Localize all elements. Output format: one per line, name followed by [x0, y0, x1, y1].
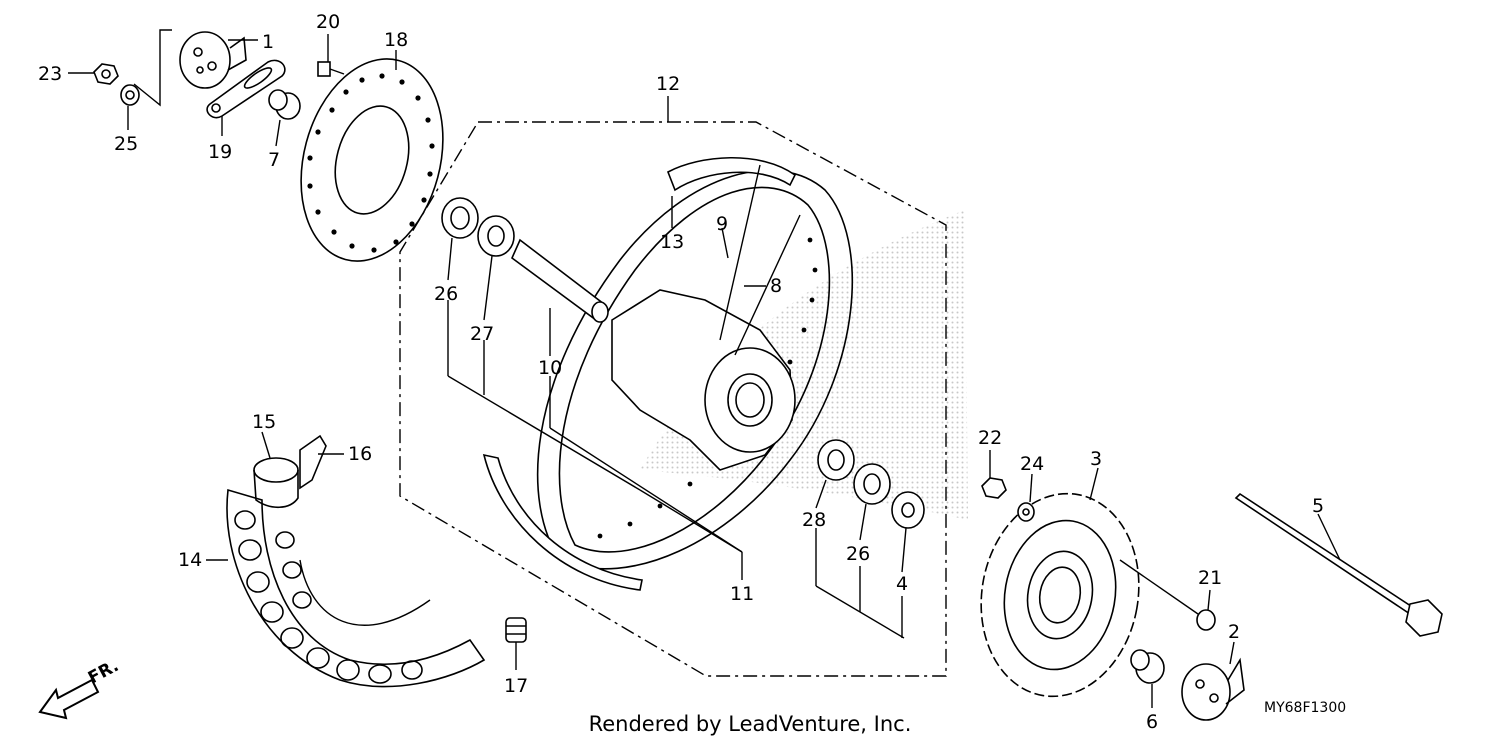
callout-24: 24 [1020, 453, 1044, 475]
collar-part [268, 89, 301, 120]
washer-part [120, 84, 140, 106]
callout-22: 22 [978, 427, 1002, 449]
callout-3: 3 [1090, 448, 1102, 470]
disc-bolt-part [317, 61, 345, 77]
callout-6: 6 [1146, 711, 1158, 733]
callout-26-left: 26 [434, 283, 458, 305]
valve-nut-part [505, 617, 527, 643]
sprocket-flange-seal-part [891, 491, 925, 529]
sprocket-washer-part [1017, 502, 1035, 522]
callout-4: 4 [896, 573, 908, 595]
dust-seal-part [441, 197, 479, 239]
callout-14: 14 [178, 549, 202, 571]
callout-11: 11 [730, 583, 754, 605]
callout-13: 13 [660, 231, 684, 253]
rear-axle-part [1234, 492, 1443, 637]
callout-1: 1 [262, 31, 274, 53]
rim-part [536, 169, 854, 570]
bracket-line [133, 29, 172, 107]
callout-15: 15 [252, 411, 276, 433]
stopper-plate-part [179, 31, 247, 89]
brake-disc-part [300, 58, 444, 262]
callout-26-right: 26 [846, 543, 870, 565]
callout-25: 25 [114, 133, 138, 155]
callout-27: 27 [470, 323, 494, 345]
inner-tube-part [253, 457, 299, 509]
leader-lines [68, 34, 1341, 708]
callout-12: 12 [656, 73, 680, 95]
rim-band-tab-part [299, 434, 327, 490]
dust-seal-right-part [853, 463, 891, 505]
callout-7: 7 [268, 149, 280, 171]
callout-10: 10 [538, 357, 562, 379]
diagram-code: MY68F1300 [1264, 700, 1346, 716]
spoke-8 [719, 164, 761, 341]
rear-hub-part [611, 289, 796, 471]
sprocket-nut-part [981, 477, 1007, 499]
right-collar-part [1130, 649, 1165, 684]
callout-23: 23 [38, 63, 62, 85]
distance-collar-part [511, 238, 609, 323]
front-direction-indicator: FR. [38, 656, 122, 720]
callout-28: 28 [802, 509, 826, 531]
callout-19: 19 [208, 141, 232, 163]
callout-9: 9 [716, 213, 728, 235]
axle-nut-part [93, 63, 119, 85]
bearing-part [477, 215, 515, 257]
tire-part [226, 488, 486, 688]
callout-2: 2 [1228, 621, 1240, 643]
rim-band-strip-part [666, 156, 797, 192]
assembly-outline [399, 121, 947, 677]
driven-sprocket-part [980, 492, 1140, 698]
rim-band-lower-part [482, 453, 643, 591]
callout-21: 21 [1198, 567, 1222, 589]
bearing-right-part [817, 439, 855, 481]
spoke-9 [734, 214, 801, 356]
chain-adjuster-plate-part [206, 59, 286, 119]
right-adjuster-plate-part [1181, 657, 1245, 721]
footer-credit: Rendered by LeadVenture, Inc. [588, 712, 912, 736]
front-arrow-icon [38, 678, 100, 720]
callout-17: 17 [504, 675, 528, 697]
callout-16: 16 [348, 443, 372, 465]
callout-labels: 1 2 3 4 5 6 7 8 9 10 11 12 13 14 15 16 1… [38, 11, 1324, 733]
callout-8: 8 [770, 275, 782, 297]
callout-5: 5 [1312, 495, 1324, 517]
sprocket-bolt-part [1119, 559, 1216, 631]
callout-20: 20 [316, 11, 340, 33]
callout-18: 18 [384, 29, 408, 51]
